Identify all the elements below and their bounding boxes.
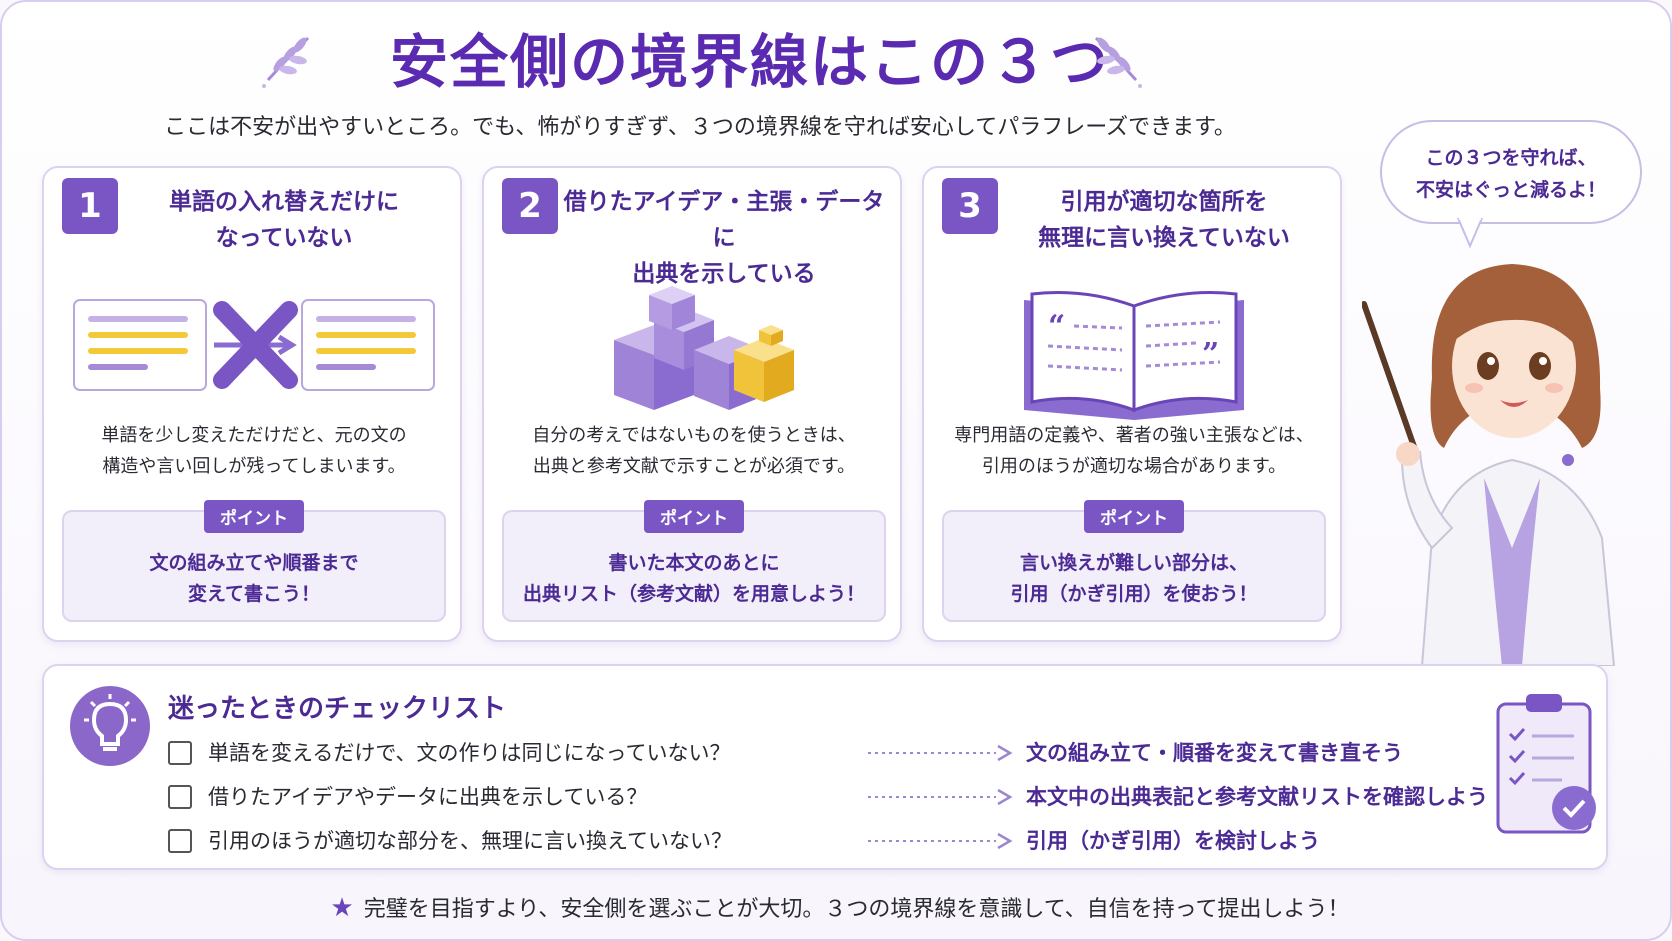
checkbox[interactable] <box>168 829 192 853</box>
point-line: 引用（かぎ引用）を使おう！ <box>1010 583 1258 605</box>
card-desc-line: 専門用語の定義や、著者の強い主張などは、 <box>954 425 1314 446</box>
word-swap-crossed-icon <box>73 299 435 391</box>
footer-message: ★ 完璧を目指すより、安全側を選ぶことが大切。３つの境界線を意識して、自信を持って… <box>180 888 1500 928</box>
svg-text:“: “ <box>1048 309 1065 344</box>
card-desc-line: 引用のほうが適切な場合があります。 <box>981 456 1287 477</box>
card-description: 専門用語の定義や、著者の強い主張などは、 引用のほうが適切な場合があります。 <box>934 420 1334 482</box>
card-desc-line: 自分の考えではないものを使うときは、 <box>532 425 856 446</box>
card-description: 自分の考えではないものを使うときは、 出典と参考文献で示すことが必須です。 <box>494 420 894 482</box>
teacher-character-illustration <box>1362 264 1616 666</box>
dotted-arrow-icon <box>868 832 1013 850</box>
checklist-action: 本文中の出典表記と参考文献リストを確認しよう <box>1026 785 1488 809</box>
boundary-card-2: 2 借りたアイデア・主張・データに 出典を示している 自分の考えではないものを使… <box>482 166 902 642</box>
speech-bubble: この３つを守れば、 不安はぐっと減るよ！ <box>1380 120 1642 224</box>
svg-text:”: ” <box>1202 337 1219 372</box>
page-title: 安全側の境界線はこの３つ <box>389 28 1110 96</box>
checklist-title: 迷ったときのチェックリスト <box>168 694 507 724</box>
point-tag: ポイント <box>644 500 744 533</box>
card-title-line: 単語の入れ替えだけに <box>169 189 399 215</box>
point-line: 変えて書こう！ <box>187 583 321 605</box>
star-icon: ★ <box>330 893 354 923</box>
checkbox[interactable] <box>168 785 192 809</box>
card-description: 単語を少し変えただけだと、元の文の 構造や言い回しが残ってしまいます。 <box>54 420 454 482</box>
building-blocks-icon <box>614 286 794 410</box>
bubble-tail <box>1457 216 1483 249</box>
boundary-card-3: 3 引用が適切な箇所を 無理に言い換えていない “ ” 専門用語の定義や、著者の… <box>922 166 1342 642</box>
card-title-line: 借りたアイデア・主張・データに <box>563 189 885 251</box>
footer-text: 完璧を目指すより、安全側を選ぶことが大切。３つの境界線を意識して、自信を持って提… <box>363 897 1350 922</box>
point-line: 出典リスト（参考文献）を用意しよう！ <box>522 583 865 605</box>
right-sprig-icon <box>1094 36 1142 88</box>
checklist-action: 引用（かぎ引用）を検討しよう <box>1026 829 1320 853</box>
checklist-question: 単語を変えるだけで、文の作りは同じになっていない？ <box>208 741 731 765</box>
bubble-line: 不安はぐっと減るよ！ <box>1415 179 1606 201</box>
point-line: 文の組み立てや順番まで <box>149 552 359 574</box>
open-book-quote-icon: “ ” <box>1024 291 1244 420</box>
card-number: 1 <box>62 178 118 234</box>
card-title: 借りたアイデア・主張・データに 出典を示している <box>554 184 894 292</box>
card-title: 単語の入れ替えだけに なっていない <box>114 184 454 256</box>
checklist-question: 引用のほうが適切な部分を、無理に言い換えていない？ <box>208 829 732 853</box>
card-title-line: 出典を示している <box>632 261 816 287</box>
card-title-line: 引用が適切な箇所を <box>1060 189 1268 215</box>
card-title-line: 無理に言い換えていない <box>1038 225 1290 251</box>
card-title-line: なっていない <box>215 225 353 251</box>
point-tag: ポイント <box>204 500 304 533</box>
lightbulb-icon <box>70 686 150 766</box>
point-box: ポイント 言い換えが難しい部分は、 引用（かぎ引用）を使おう！ <box>942 500 1326 622</box>
left-sprig-icon <box>262 36 310 88</box>
card-number: 3 <box>942 178 998 234</box>
checklist-question: 借りたアイデアやデータに出典を示している？ <box>208 785 648 809</box>
checklist-action: 文の組み立て・順番を変えて書き直そう <box>1026 741 1403 765</box>
point-tag: ポイント <box>1084 500 1184 533</box>
card-desc-line: 構造や言い回しが残ってしまいます。 <box>102 456 406 477</box>
card-desc-line: 出典と参考文献で示すことが必須です。 <box>532 456 856 477</box>
point-text: 書いた本文のあとに 出典リスト（参考文献）を用意しよう！ <box>504 548 884 610</box>
checklist-item: 借りたアイデアやデータに出典を示している？ 本文中の出典表記と参考文献リストを確… <box>168 780 1498 814</box>
point-text: 文の組み立てや順番まで 変えて書こう！ <box>64 548 444 610</box>
dotted-arrow-icon <box>868 788 1013 806</box>
clipboard-check-icon <box>1496 694 1596 834</box>
card-number: 2 <box>502 178 558 234</box>
bubble-line: この３つを守れば、 <box>1425 147 1597 169</box>
checklist-item: 引用のほうが適切な部分を、無理に言い換えていない？ 引用（かぎ引用）を検討しよう <box>168 824 1498 858</box>
page-subtitle: ここは不安が出やすいところ。でも、怖がりすぎず、３つの境界線を守れば安心してパラ… <box>164 115 1236 140</box>
boundary-card-1: 1 単語の入れ替えだけに なっていない 単語を少し変えただけだと、元の文の 構造… <box>42 166 462 642</box>
point-box: ポイント 書いた本文のあとに 出典リスト（参考文献）を用意しよう！ <box>502 500 886 622</box>
card-title: 引用が適切な箇所を 無理に言い換えていない <box>994 184 1334 256</box>
card-desc-line: 単語を少し変えただけだと、元の文の <box>101 425 407 446</box>
point-text: 言い換えが難しい部分は、 引用（かぎ引用）を使おう！ <box>944 548 1324 610</box>
point-box: ポイント 文の組み立てや順番まで 変えて書こう！ <box>62 500 446 622</box>
checklist-panel: 迷ったときのチェックリスト 単語を変えるだけで、文の作りは同じになっていない？ … <box>42 664 1608 870</box>
point-line: 書いた本文のあとに <box>608 552 780 574</box>
dotted-arrow-icon <box>868 744 1013 762</box>
point-line: 言い換えが難しい部分は、 <box>1019 552 1248 574</box>
checklist-item: 単語を変えるだけで、文の作りは同じになっていない？ 文の組み立て・順番を変えて書… <box>168 736 1498 770</box>
checkbox[interactable] <box>168 741 192 765</box>
